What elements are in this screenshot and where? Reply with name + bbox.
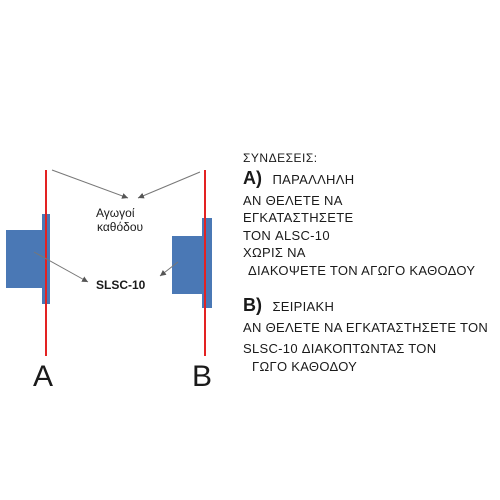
option-b-mark: B) (243, 295, 262, 315)
device-a (6, 214, 50, 304)
cathode-label-line1: Αγωγοί (96, 206, 135, 220)
device-b-body (172, 236, 206, 294)
device-label: SLSC-10 (96, 278, 146, 292)
connections-heading: ΣΥΝΔΕΣΕΙΣ: (243, 151, 318, 165)
option-b-line3: ΓΩΓΟ ΚΑΘΟΔΟΥ (252, 359, 358, 374)
device-a-body (6, 230, 48, 288)
arrow-device-left (33, 251, 89, 283)
option-a-line3: ΤΟΝ ALSC-10 (243, 228, 330, 243)
label-b: B (192, 360, 213, 393)
option-a-name: ΠΑΡΑΛΛΗΛΗ (272, 172, 355, 187)
option-b-title: B) ΣΕΙΡΙΑΚΗ (243, 295, 334, 316)
option-a-line4: ΧΩΡΙΣ ΝΑ (243, 245, 306, 260)
arrow-cathode-left (51, 169, 129, 199)
option-a-line2: ΕΓΚΑΤΑΣΤΗΣΕΤΕ (243, 210, 354, 225)
option-b-line1: ΑΝ ΘΕΛΕΤΕ ΝΑ ΕΓΚΑΤΑΣΤΗΣΕΤΕ ΤΟΝ (243, 320, 489, 335)
label-a: A (33, 360, 54, 393)
cathode-label-line2: καθόδου (97, 220, 144, 234)
option-a-line5: ΔΙΑΚΟΨΕΤΕ ΤΟΝ ΑΓΩΓΟ ΚΑΘΟΔΟΥ (248, 263, 476, 278)
device-b (172, 218, 212, 308)
option-b-line2: SLSC-10 ΔΙΑΚΟΠΤΩΝΤΑΣ ΤΟΝ (243, 341, 437, 356)
option-a-mark: A) (243, 168, 262, 188)
arrow-device-right (159, 261, 179, 277)
option-b-name: ΣΕΙΡΙΑΚΗ (272, 299, 335, 314)
arrow-cathode-right (137, 171, 201, 199)
device-b-flange (202, 218, 212, 308)
option-a-title: A) ΠΑΡΑΛΛΗΛΗ (243, 168, 354, 189)
option-a-line1: ΑΝ ΘΕΛΕΤΕ ΝΑ (243, 193, 343, 208)
